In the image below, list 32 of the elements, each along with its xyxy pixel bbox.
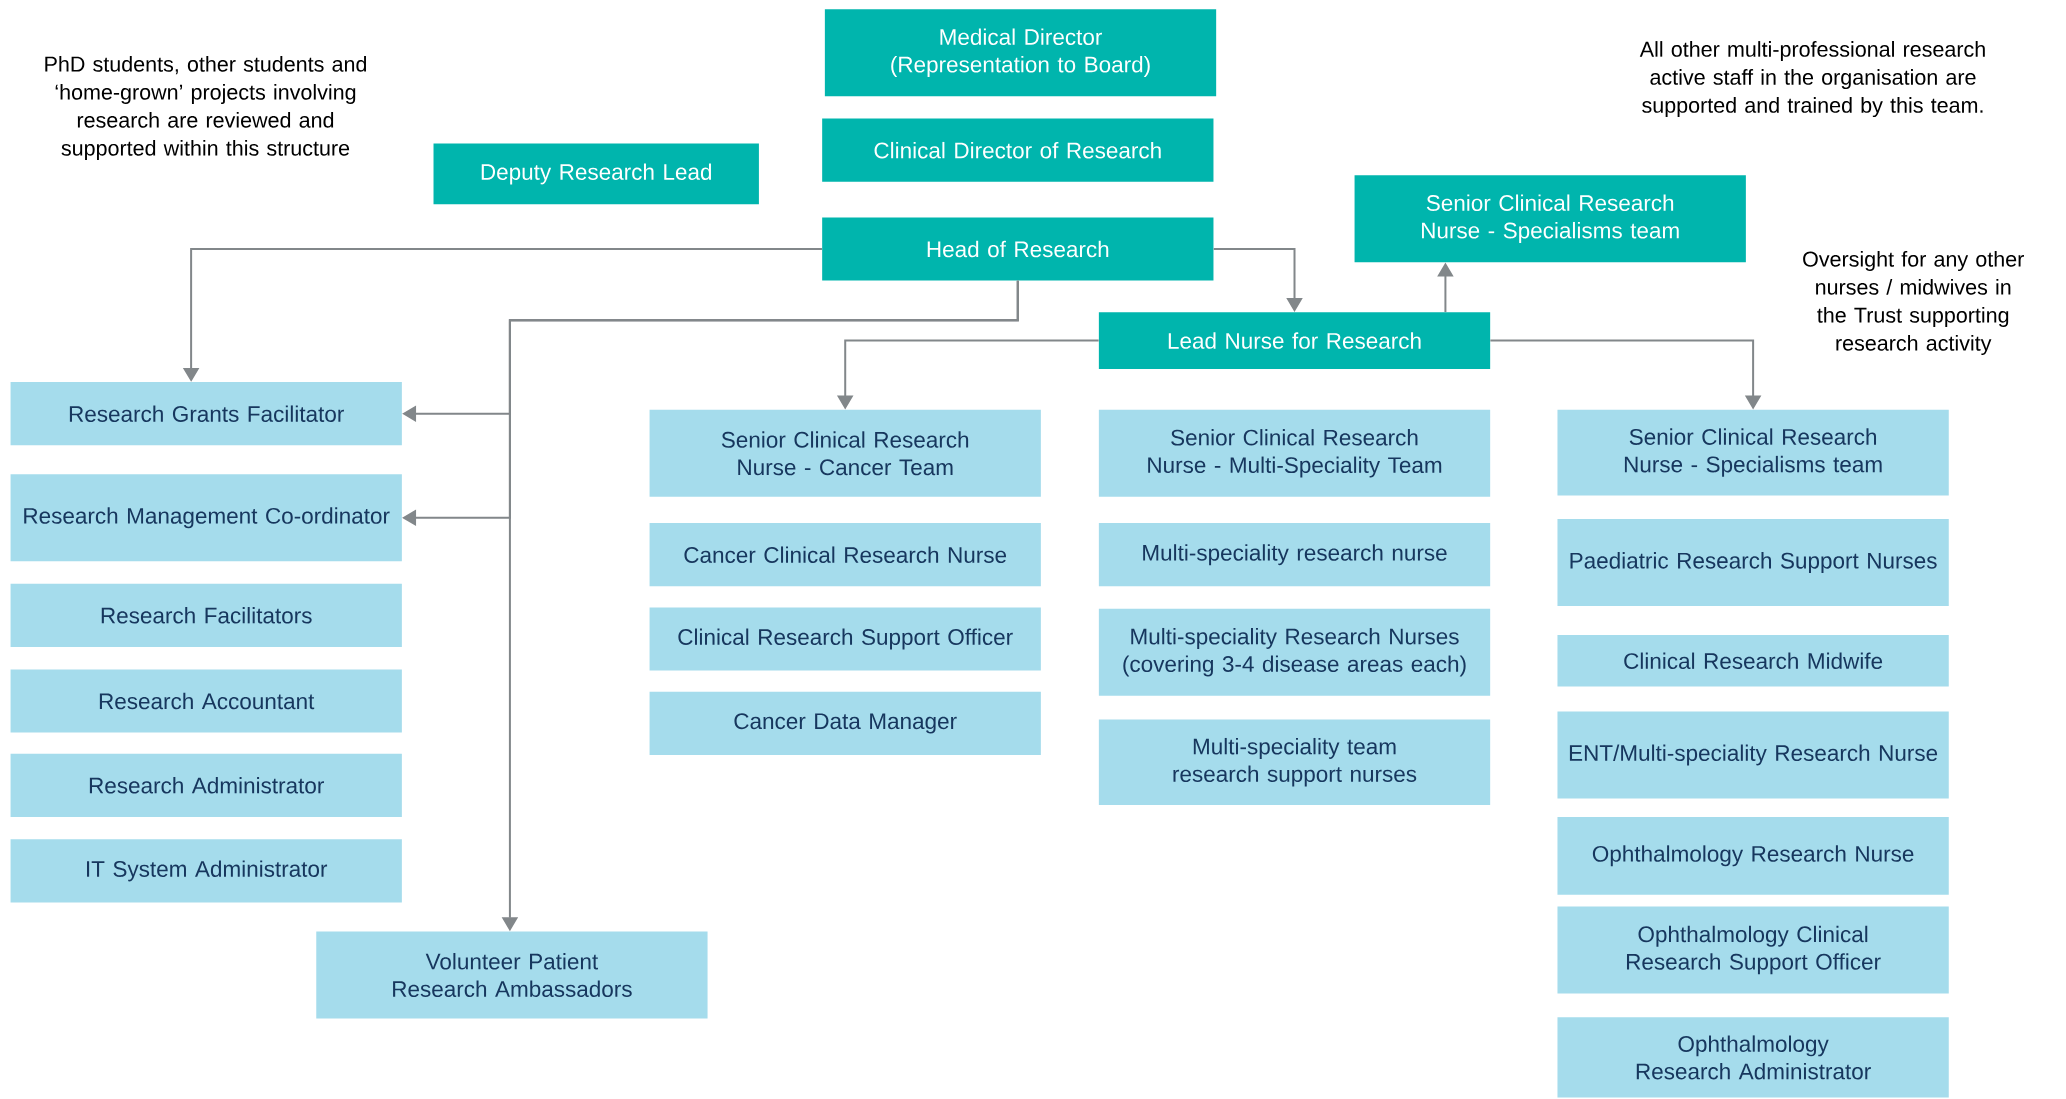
role-box: IT System Administrator — [10, 839, 402, 903]
role-box: Clinical Research Midwife — [1557, 635, 1949, 687]
role-box: Multi-speciality research nurse — [1098, 523, 1491, 587]
role-box: Ophthalmology Research Administrator — [1557, 1017, 1949, 1098]
role-box: Ophthalmology Research Nurse — [1557, 816, 1949, 895]
role-box: Paediatric Research Support Nurses — [1557, 519, 1949, 607]
role-box: Multi-speciality team research support nurses — [1098, 719, 1491, 805]
role-box: Head of Research — [822, 217, 1214, 281]
arrow — [1212, 248, 1303, 312]
role-box: Medical Director (Representation to Board) — [824, 9, 1217, 97]
role-box: Research Management Co-ordinator — [10, 474, 402, 562]
role-box: ENT/Multi-speciality Research Nurse — [1557, 711, 1949, 799]
role-box: Ophthalmology Clinical Research Support Officer — [1557, 906, 1949, 994]
role-box: Senior Clinical Research Nurse - Specialisms team — [1557, 409, 1949, 496]
role-box: Multi-speciality Research Nurses (covering 3-4 disease areas each) — [1098, 608, 1491, 696]
role-box: Senior Clinical Research Nurse - Cancer Team — [649, 409, 1041, 497]
role-box: Senior Clinical Research Nurse - Multi-Speciality Team — [1098, 409, 1491, 497]
role-box: Research Accountant — [10, 669, 402, 733]
role-box: Research Grants Facilitator — [10, 382, 402, 446]
note-text: All other multi-professional research active staff in the organisation are supported and trained by this team. — [1639, 41, 1985, 118]
note-text: PhD students, other students and ‘home-grown’ projects involving research are reviewed and supported within this structure — [45, 56, 367, 160]
role-box: Deputy Research Lead — [433, 143, 759, 205]
role-box: Research Facilitators — [10, 583, 402, 647]
role-box: Clinical Director of Research — [822, 118, 1214, 182]
role-box: Research Administrator — [10, 753, 402, 817]
role-box: Clinical Research Support Officer — [649, 607, 1041, 671]
role-box: Senior Clinical Research Nurse - Specialisms team — [1354, 175, 1746, 263]
role-box: Volunteer Patient Research Ambassadors — [316, 931, 708, 1019]
role-box: Cancer Data Manager — [649, 691, 1041, 755]
role-box: Lead Nurse for Research — [1098, 312, 1491, 369]
role-box: Cancer Clinical Research Nurse — [649, 523, 1041, 587]
note-text: Oversight for any other nurses / midwives in the Trust supporting research activity — [1803, 251, 2024, 355]
